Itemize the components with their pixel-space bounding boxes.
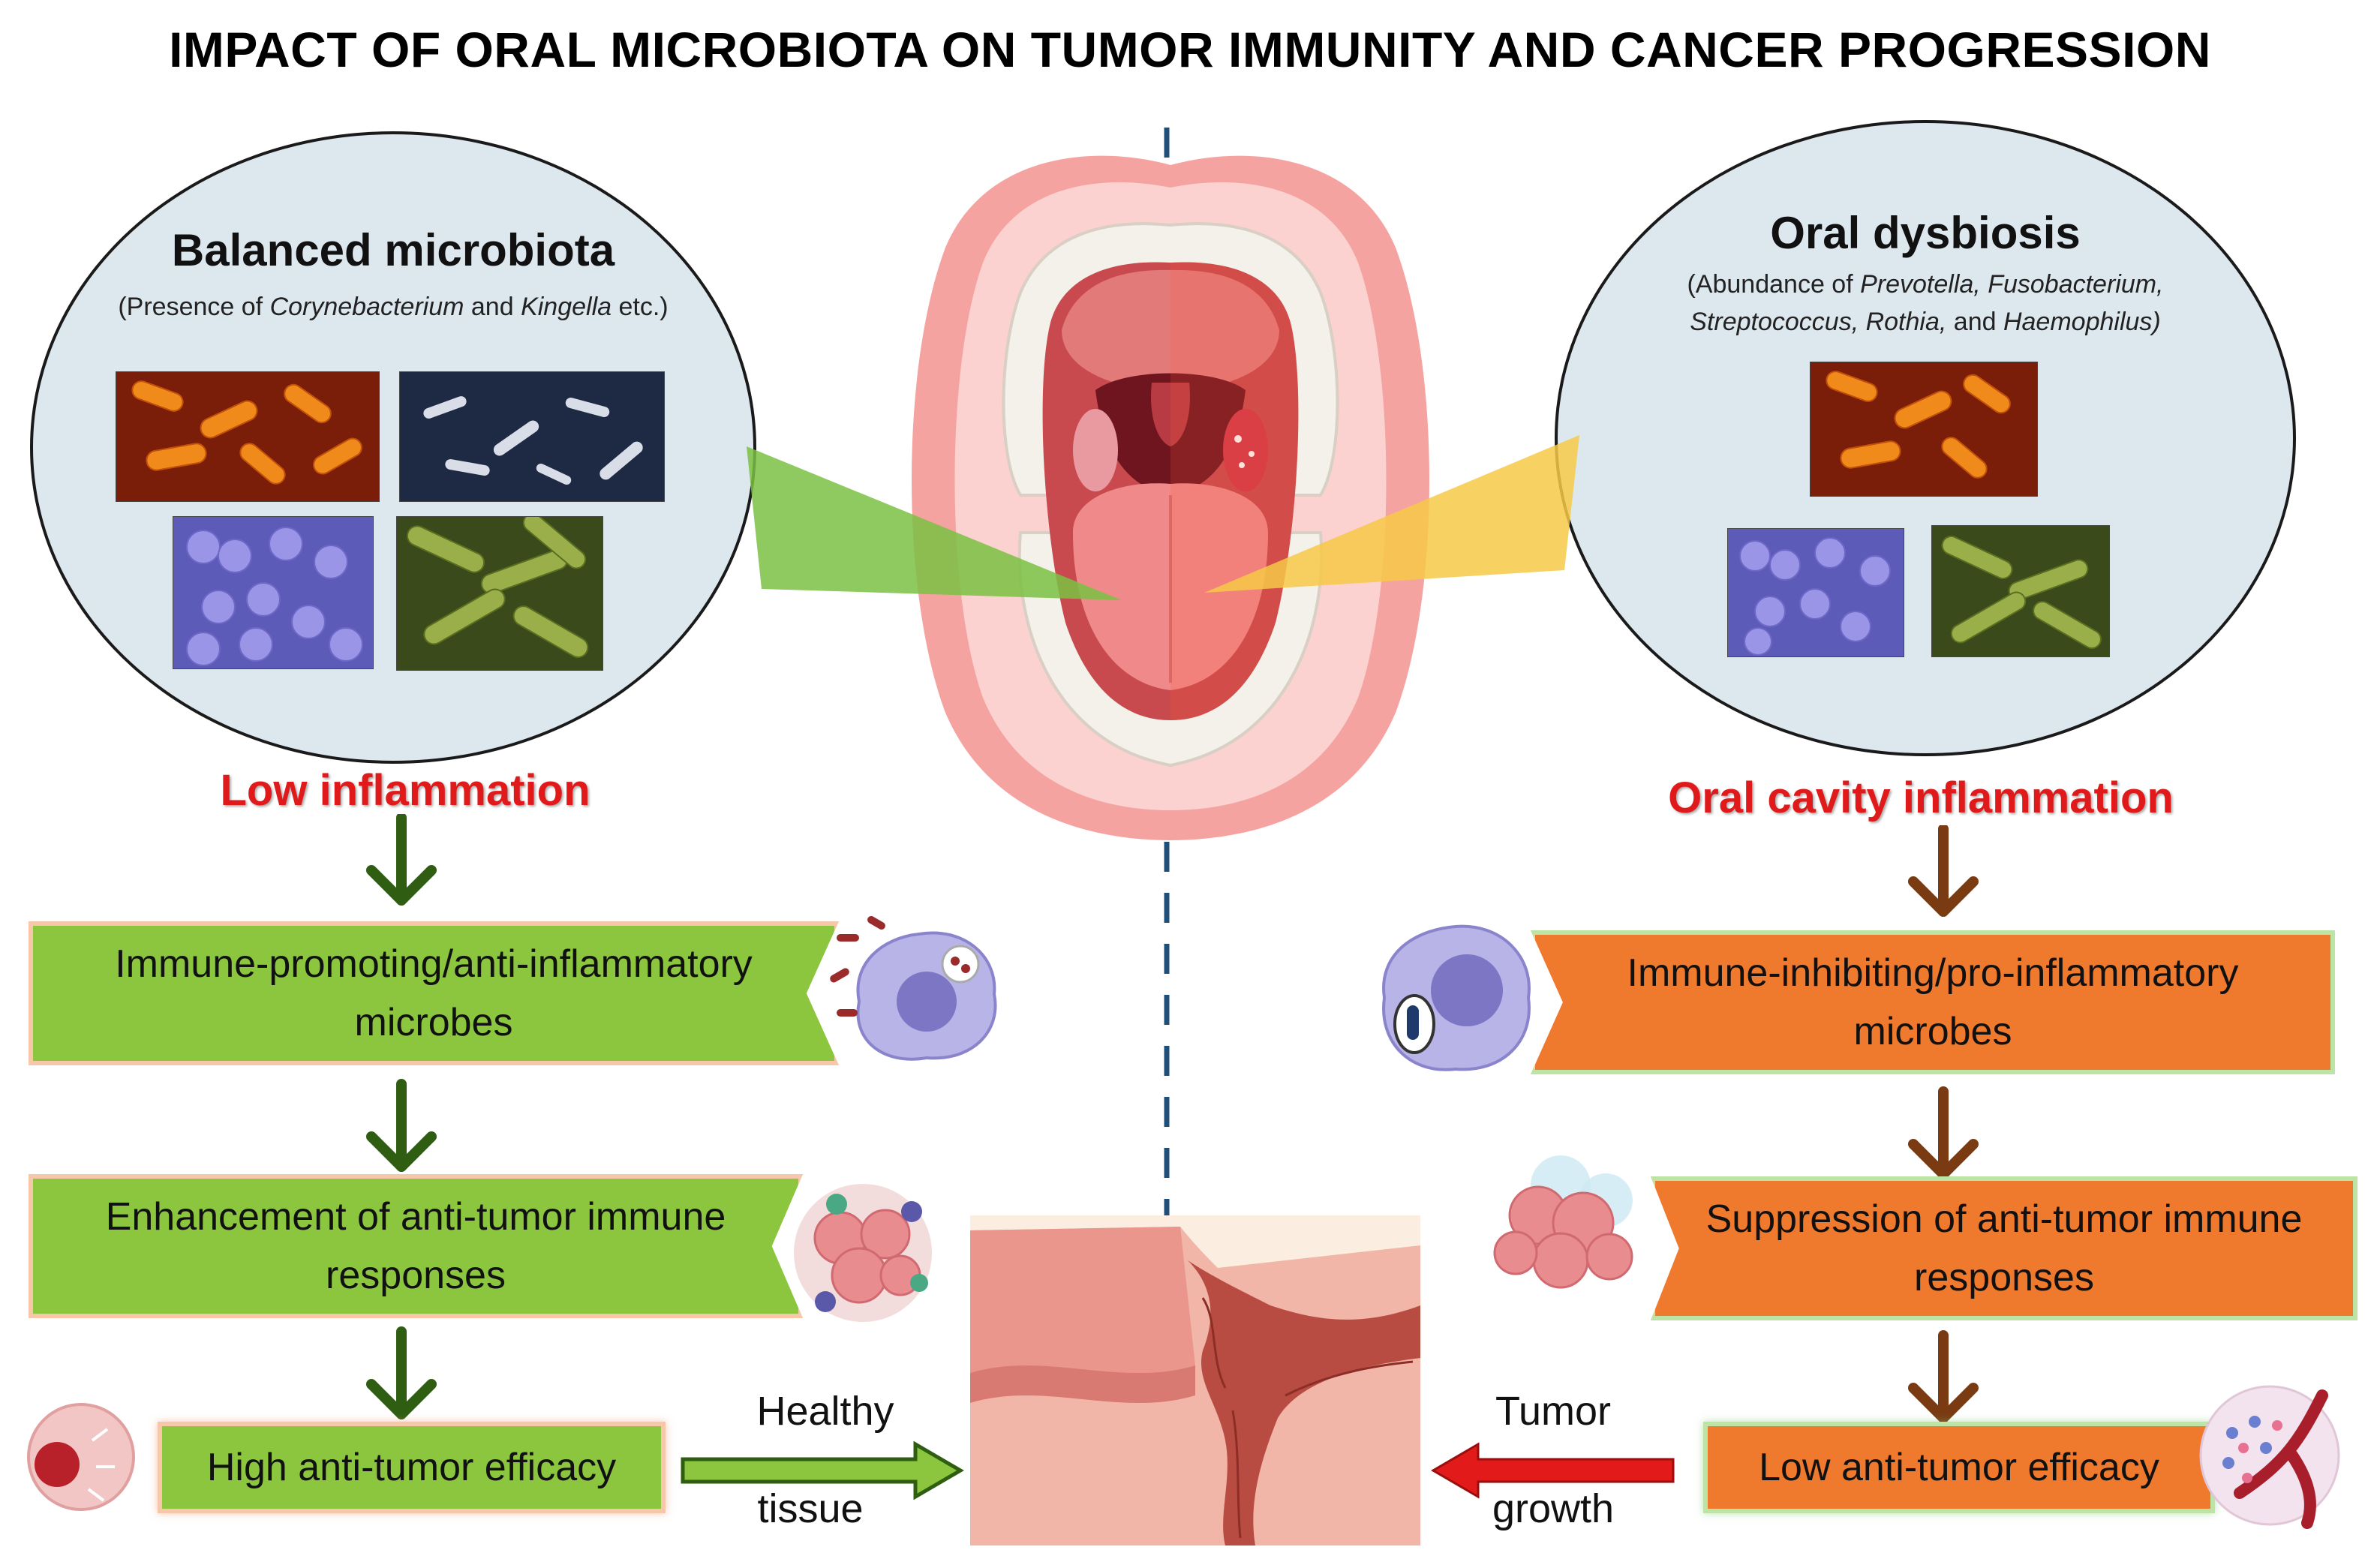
tumor-cluster-icon [1493, 1155, 1633, 1289]
bacteria-image-purple-cocci [173, 516, 374, 669]
growth-label: growth [1492, 1486, 1615, 1531]
high-efficacy-text: High anti-tumor efficacy [206, 1446, 617, 1489]
immune-promoting-box: Immune-promoting/anti-inflammatory micro… [29, 921, 839, 1065]
bacteria-image-green-rods [396, 516, 603, 671]
figure-title: IMPACT OF ORAL MICROBIOTA ON TUMOR IMMUN… [169, 22, 2211, 77]
tumor-growth-arrow [1431, 1442, 1675, 1499]
dysbiosis-image-green-rods [1931, 525, 2110, 657]
right-zoom-wedge [1204, 435, 1579, 593]
left-arrows [366, 814, 437, 1419]
right-arrows [1908, 825, 1979, 1423]
oral-cavity-inflammation-heading: Oral cavity inflammation [1668, 773, 2174, 822]
enhancement-text: Enhancement of anti-tumor immune respons… [105, 1195, 726, 1297]
tumor-immune-cells-icon [794, 1184, 932, 1322]
bacteria-image-orange-rods [116, 371, 380, 502]
immune-cell-bacteria-icon [830, 916, 997, 1061]
macrophage-icon [1382, 924, 1531, 1071]
tissue-label: tissue [757, 1486, 864, 1531]
suppression-box: Suppression of anti-tumor immune respons… [1651, 1176, 2357, 1320]
enhancement-box: Enhancement of anti-tumor immune respons… [29, 1174, 803, 1318]
low-efficacy-box: Low anti-tumor efficacy [1703, 1422, 2215, 1513]
low-inflammation-heading: Low inflammation [220, 766, 590, 815]
tumor-sphere-icon [27, 1403, 135, 1511]
immune-inhibiting-text: Immune-inhibiting/pro-inflammatory micro… [1627, 951, 2239, 1053]
immune-promoting-text: Immune-promoting/anti-inflammatory micro… [115, 942, 753, 1044]
tissue-illustration [970, 1215, 1420, 1545]
balanced-microbiota-title: Balanced microbiota [171, 225, 615, 275]
left-zoom-wedge [747, 446, 1122, 600]
dysbiosis-image-purple-cocci [1727, 528, 1904, 657]
bacteria-image-white-rods [399, 371, 665, 502]
blood-vessel-tissue-icon [2199, 1385, 2340, 1529]
healthy-tissue-arrow [681, 1440, 964, 1500]
immune-inhibiting-box: Immune-inhibiting/pro-inflammatory micro… [1531, 930, 2335, 1074]
high-efficacy-box: High anti-tumor efficacy [158, 1422, 666, 1513]
balanced-microbiota-subtitle: (Presence of Corynebacterium and Kingell… [118, 293, 669, 321]
oral-dysbiosis-title: Oral dysbiosis [1770, 208, 2081, 258]
suppression-text: Suppression of anti-tumor immune respons… [1705, 1197, 2303, 1299]
low-efficacy-text: Low anti-tumor efficacy [1759, 1446, 2159, 1489]
tumor-label: Tumor [1495, 1389, 1611, 1434]
healthy-label: Healthy [756, 1389, 894, 1434]
oral-dysbiosis-subtitle: (Abundance of Prevotella, Fusobacterium,… [1687, 270, 2164, 336]
dysbiosis-image-orange-rods [1810, 362, 2038, 497]
